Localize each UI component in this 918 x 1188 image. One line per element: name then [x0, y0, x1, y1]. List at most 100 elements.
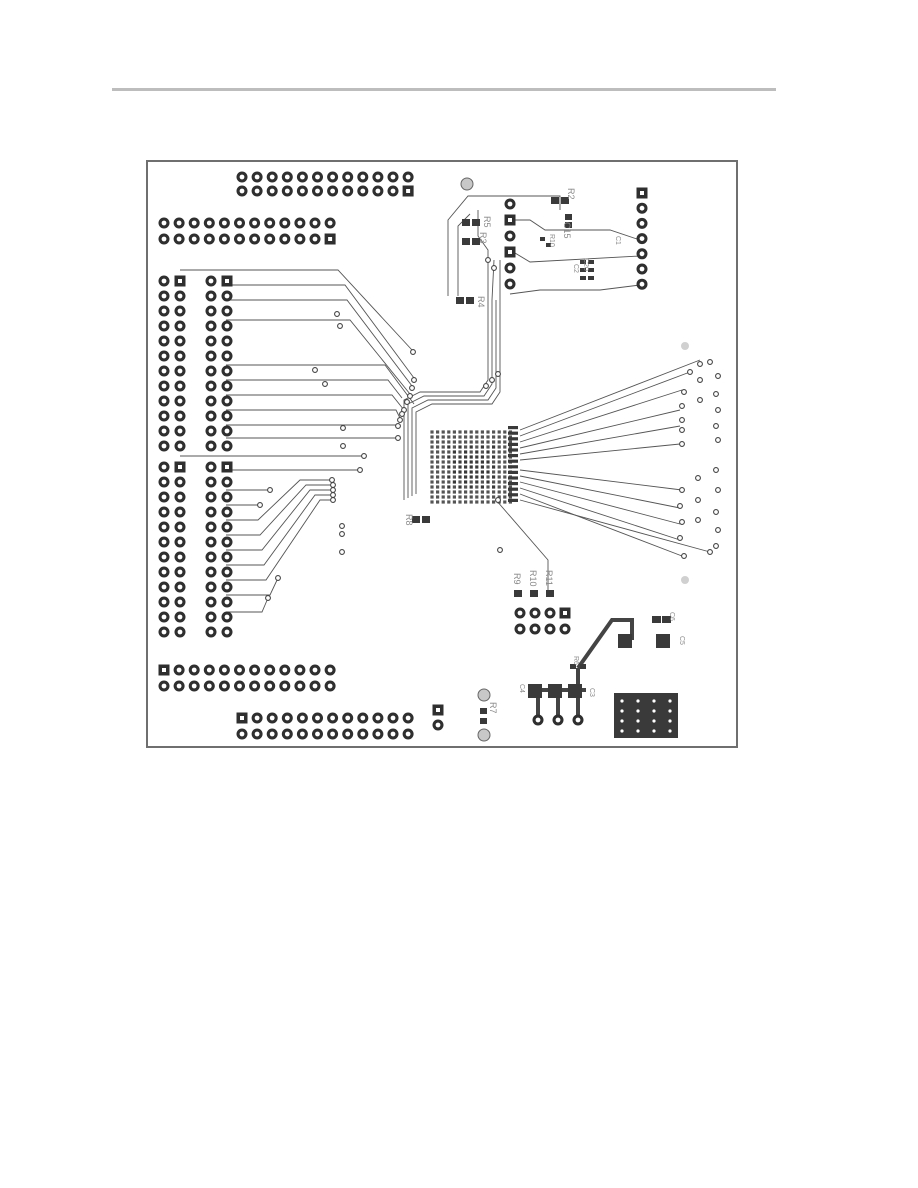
via [312, 367, 318, 373]
pin-hole [224, 338, 230, 344]
pin-hole [532, 610, 538, 616]
bga-ball [492, 475, 496, 479]
mounting-hole [460, 177, 474, 191]
bga-ball [475, 475, 479, 479]
pin-hole [225, 465, 229, 469]
bga-ball [503, 455, 507, 459]
pin-hole [224, 413, 230, 419]
bga-ball [497, 440, 501, 444]
pin-hole [237, 236, 242, 242]
smd-pad [462, 219, 470, 226]
label-r4: R4 [476, 296, 486, 308]
bga-ball [452, 435, 456, 439]
pin-hole [312, 667, 318, 673]
bga-ball [430, 440, 434, 444]
via [677, 503, 683, 509]
bga-fanout-pad [508, 498, 518, 502]
bga-ball [469, 465, 473, 469]
via [330, 482, 336, 488]
pin-hole [282, 683, 288, 689]
bga-ball [475, 480, 479, 484]
bga-ball [441, 460, 445, 464]
pin-hole [282, 236, 288, 242]
smd-pad [548, 684, 562, 698]
smd-pad [528, 684, 542, 698]
pin-hole [224, 554, 230, 560]
pin-hole [161, 278, 167, 284]
pin-hole [161, 443, 167, 449]
smd-pad [561, 197, 569, 204]
smd-pad [580, 260, 586, 264]
pin-hole [237, 683, 242, 689]
pin-hole [239, 731, 245, 737]
pin-hole [176, 220, 182, 226]
pin-hole [161, 614, 167, 620]
ground-via [668, 699, 672, 703]
via [395, 423, 401, 429]
bga-ball [475, 495, 479, 499]
bga-ball [475, 430, 479, 434]
via [339, 549, 345, 555]
smd-pad [588, 260, 594, 264]
pin-hole [252, 236, 257, 242]
pin-hole [405, 174, 411, 180]
pin-hole [254, 174, 260, 180]
pin-hole [224, 368, 230, 374]
pin-hole [532, 626, 538, 632]
bga-ball [458, 430, 462, 434]
pin-hole [224, 443, 230, 449]
pin-hole [312, 683, 318, 689]
via [257, 502, 263, 508]
pin-hole [177, 509, 183, 515]
pin-hole [639, 251, 645, 257]
smd-pad [551, 197, 559, 204]
bga-ball [430, 500, 434, 504]
bga-ball [447, 480, 451, 484]
label-r6: R6 [572, 656, 579, 665]
smd-pad [588, 276, 594, 280]
smd-pad [652, 616, 661, 623]
via [329, 477, 335, 483]
bga-ball [469, 460, 473, 464]
bga-ball [469, 500, 473, 504]
bga-ball [430, 495, 434, 499]
bga-fanout-pad [508, 442, 518, 446]
bga-ball [475, 455, 479, 459]
bga-ball [497, 465, 501, 469]
pin-hole [330, 174, 335, 180]
pin-hole [222, 236, 227, 242]
pin-hole [269, 715, 275, 721]
smd-pad [412, 516, 420, 523]
bga-ball [508, 440, 512, 444]
pin-hole [208, 443, 214, 449]
bga-fanout-pad [508, 493, 518, 497]
bga-ball [436, 450, 440, 454]
bga-ball [508, 490, 512, 494]
bga-ball [441, 465, 445, 469]
bga-ball [475, 450, 479, 454]
via [715, 373, 721, 379]
bga-ball [447, 475, 451, 479]
ground-via [668, 719, 672, 723]
via [713, 467, 719, 473]
via [404, 399, 410, 405]
via [679, 519, 685, 525]
bga-ball [497, 485, 501, 489]
pin-hole [639, 221, 645, 226]
smd-pad [546, 590, 554, 597]
pin-hole [222, 683, 227, 689]
bga-ball [486, 455, 490, 459]
mounting-hole [477, 728, 491, 742]
pin-hole [284, 731, 290, 737]
bga-ball [492, 490, 496, 494]
pin-hole [224, 308, 230, 314]
pin-hole [345, 715, 351, 721]
smd-pad [588, 268, 594, 272]
pin-hole [208, 629, 214, 635]
bga-ball [469, 485, 473, 489]
bga-ball [486, 430, 490, 434]
pin-hole [161, 539, 167, 545]
bga-ball [452, 480, 456, 484]
pin-hole [300, 715, 305, 721]
label-c1: C1 [614, 236, 621, 245]
